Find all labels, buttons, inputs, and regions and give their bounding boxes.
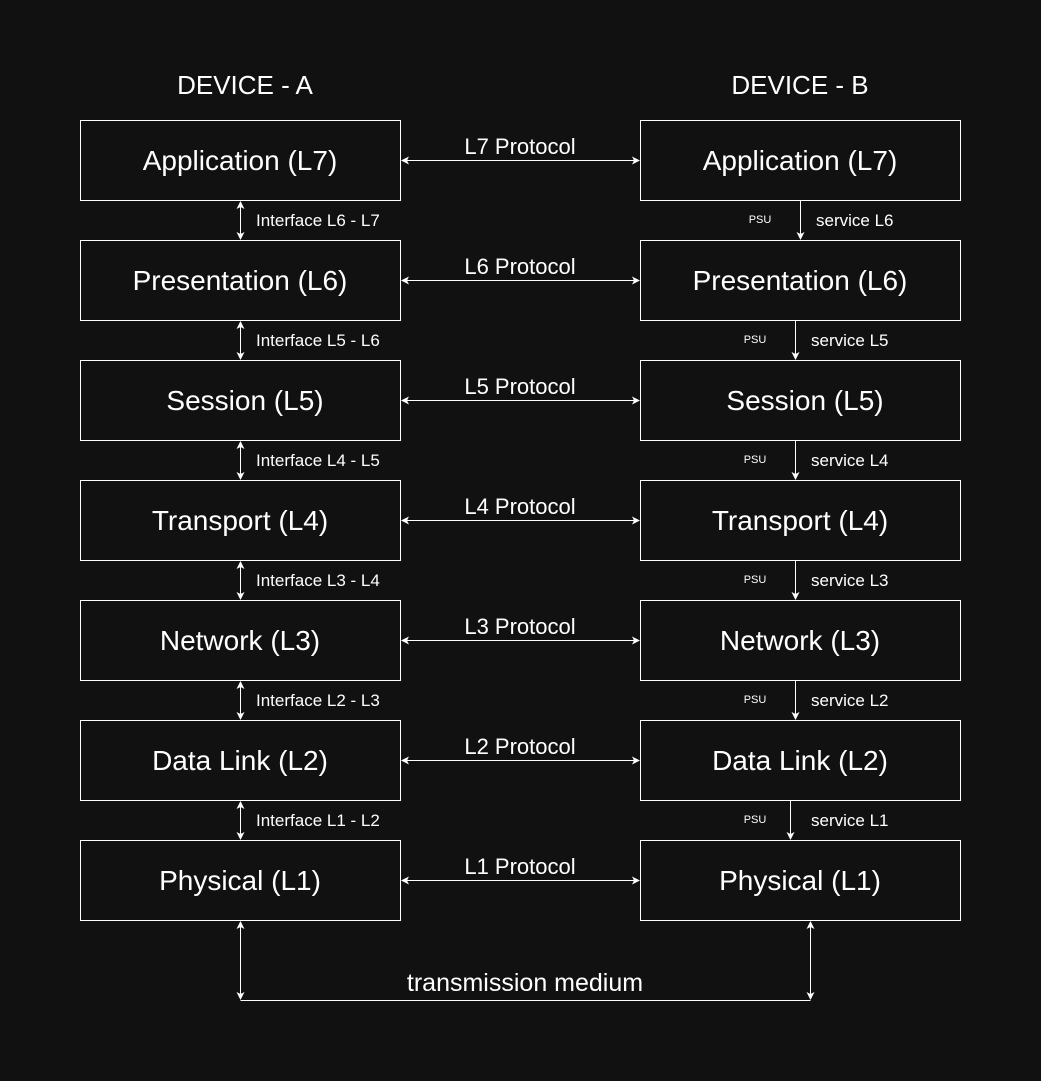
service-label-l6: service L6 (816, 211, 893, 230)
device-b-title: DEVICE - B (731, 70, 868, 100)
protocol-arrow-l1 (401, 876, 640, 885)
device-b-layer-label-l5: Session (L5) (726, 385, 883, 416)
device-b-layer-label-l3: Network (L3) (720, 625, 880, 656)
protocol-arrow-l7 (401, 156, 640, 165)
service-arrow-l4 (791, 441, 800, 480)
interface-arrow-l1-l2 (236, 801, 245, 840)
device-a-layer-box-l4 (80, 480, 401, 561)
device-b-layer-box-l3 (640, 600, 961, 681)
service-label-l5: service L5 (811, 331, 888, 350)
interface-arrow-l5-l6 (236, 321, 245, 360)
device-a-layer-box-l5 (80, 360, 401, 441)
interface-label-l2-l3: Interface L2 - L3 (256, 691, 380, 710)
interface-label-l5-l6: Interface L5 - L6 (256, 331, 380, 350)
service-arrow-l3 (791, 561, 800, 600)
device-a-layer-box-l2 (80, 720, 401, 801)
psu-label-l5: PSU (744, 334, 767, 346)
service-arrow-l2 (791, 681, 800, 720)
psu-label-l4: PSU (744, 454, 767, 466)
protocol-arrow-l4 (401, 516, 640, 525)
interface-label-l6-l7: Interface L6 - L7 (256, 211, 380, 230)
device-a-layer-box-l1 (80, 840, 401, 921)
service-label-l2: service L2 (811, 691, 888, 710)
device-b-layer-label-l4: Transport (L4) (712, 505, 888, 536)
device-a-layer-label-l2: Data Link (L2) (152, 745, 328, 776)
device-b-layer-label-l1: Physical (L1) (719, 865, 881, 896)
device-b-layer-box-l4 (640, 480, 961, 561)
device-a-layer-label-l3: Network (L3) (160, 625, 320, 656)
device-a-layer-label-l1: Physical (L1) (159, 865, 321, 896)
protocol-label-l7: L7 Protocol (464, 134, 575, 159)
interface-label-l4-l5: Interface L4 - L5 (256, 451, 380, 470)
interface-arrow-l4-l5 (236, 441, 245, 480)
service-arrow-l5 (791, 321, 800, 360)
interface-arrow-l2-l3 (236, 681, 245, 720)
protocol-label-l5: L5 Protocol (464, 374, 575, 399)
protocol-label-l3: L3 Protocol (464, 614, 575, 639)
device-b-layer-box-l2 (640, 720, 961, 801)
transmission-medium-label: transmission medium (407, 969, 643, 997)
interface-arrow-l3-l4 (236, 561, 245, 600)
protocol-label-l1: L1 Protocol (464, 854, 575, 879)
interface-label-l3-l4: Interface L3 - L4 (256, 571, 380, 590)
device-b-layer-label-l6: Presentation (L6) (693, 265, 908, 296)
interface-label-l1-l2: Interface L1 - L2 (256, 811, 380, 830)
device-b-layer-box-l7 (640, 120, 961, 201)
protocol-arrow-l3 (401, 636, 640, 645)
device-b-layer-label-l2: Data Link (L2) (712, 745, 888, 776)
device-a-layer-label-l6: Presentation (L6) (133, 265, 348, 296)
service-label-l4: service L4 (811, 451, 888, 470)
device-a-layer-box-l3 (80, 600, 401, 681)
protocol-label-l6: L6 Protocol (464, 254, 575, 279)
protocol-arrow-l6 (401, 276, 640, 285)
psu-label-l1: PSU (744, 814, 767, 826)
protocol-label-l4: L4 Protocol (464, 494, 575, 519)
device-b-layer-box-l1 (640, 840, 961, 921)
service-arrow-l6 (796, 201, 805, 240)
protocol-label-l2: L2 Protocol (464, 734, 575, 759)
device-a-layer-label-l4: Transport (L4) (152, 505, 328, 536)
interface-arrow-l6-l7 (236, 201, 245, 240)
psu-label-l3: PSU (744, 574, 767, 586)
protocol-arrow-l2 (401, 756, 640, 765)
device-a-title: DEVICE - A (177, 70, 313, 100)
device-b-layer-label-l7: Application (L7) (703, 145, 898, 176)
transmission-medium-connector (236, 921, 815, 1001)
protocol-arrow-l5 (401, 396, 640, 405)
psu-label-l2: PSU (744, 694, 767, 706)
service-label-l1: service L1 (811, 811, 888, 830)
device-a-layer-box-l6 (80, 240, 401, 321)
psu-label-l6: PSU (749, 214, 772, 226)
device-a-layer-box-l7 (80, 120, 401, 201)
device-b-layer-box-l6 (640, 240, 961, 321)
device-a-layer-label-l5: Session (L5) (166, 385, 323, 416)
device-a-layer-label-l7: Application (L7) (143, 145, 338, 176)
device-b-layer-box-l5 (640, 360, 961, 441)
service-arrow-l1 (786, 801, 795, 840)
service-label-l3: service L3 (811, 571, 888, 590)
